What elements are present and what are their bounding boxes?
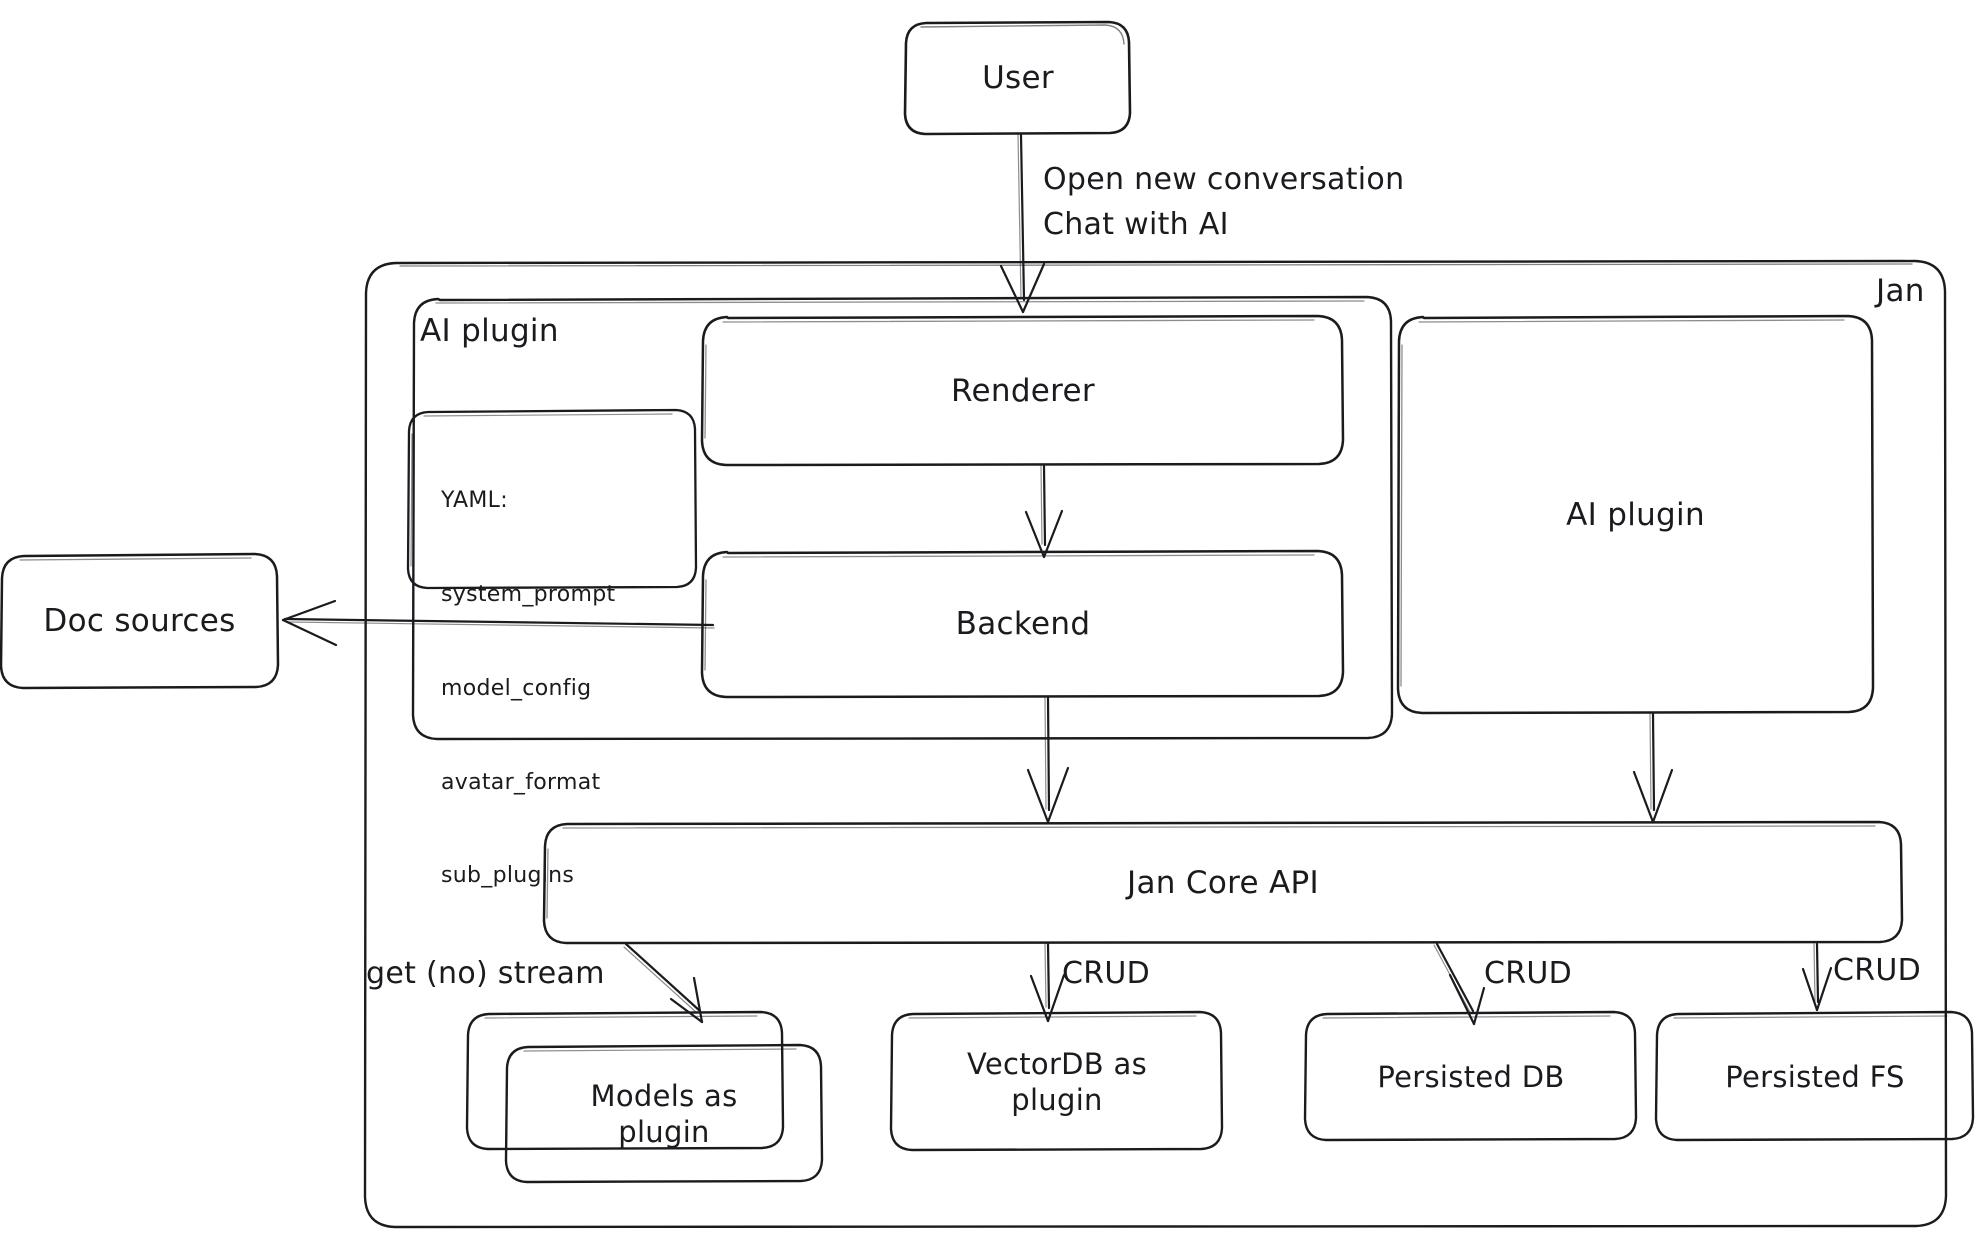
edge-renderer-to-backend bbox=[1024, 464, 1064, 559]
node-persisted-db[interactable]: Persisted DB bbox=[1377, 1059, 1565, 1094]
node-user[interactable]: User bbox=[982, 60, 1054, 97]
edge-label-chat-with-ai: Chat with AI bbox=[1043, 207, 1229, 242]
edge-label-crud-persisted-fs: CRUD bbox=[1833, 953, 1922, 988]
edge-label-open-new-conversation: Open new conversation bbox=[1043, 162, 1405, 197]
yaml-key-sub-plugins: sub_plugins bbox=[441, 863, 575, 889]
node-renderer[interactable]: Renderer bbox=[951, 372, 1095, 409]
edge-user-to-renderer bbox=[999, 133, 1046, 314]
node-backend[interactable]: Backend bbox=[955, 606, 1091, 643]
yaml-title: YAML: bbox=[441, 488, 508, 514]
yaml-key-model-config: model_config bbox=[441, 675, 592, 701]
edge-ai-plugin-to-jan-core-api bbox=[1632, 712, 1674, 824]
yaml-key-system-prompt: system_prompt bbox=[441, 582, 616, 608]
edge-jan-core-api-to-persisted-db bbox=[1433, 942, 1486, 1026]
group-label-jan: Jan bbox=[1876, 273, 1925, 309]
node-ai-plugin-box[interactable]: AI plugin bbox=[1566, 496, 1705, 533]
edge-jan-core-api-to-vectordb-plugin bbox=[1029, 942, 1066, 1023]
group-label-ai-plugin: AI plugin bbox=[420, 313, 559, 349]
node-jan-core-api[interactable]: Jan Core API bbox=[1127, 864, 1319, 901]
yaml-key-avatar-format: avatar_format bbox=[441, 769, 601, 795]
node-doc-sources[interactable]: Doc sources bbox=[43, 603, 236, 640]
node-yaml-card[interactable]: YAML: system_prompt model_config avatar_… bbox=[441, 423, 691, 954]
edge-jan-core-api-to-persisted-fs bbox=[1801, 942, 1833, 1012]
edge-label-crud-persisted-db: CRUD bbox=[1484, 956, 1573, 991]
edge-backend-to-jan-core-api bbox=[1026, 696, 1070, 824]
edge-label-get-no-stream: get (no) stream bbox=[366, 956, 605, 991]
edge-label-crud-vectordb: CRUD bbox=[1062, 956, 1151, 991]
edge-jan-core-api-to-models-plugin bbox=[623, 942, 704, 1024]
node-persisted-fs[interactable]: Persisted FS bbox=[1725, 1059, 1905, 1094]
